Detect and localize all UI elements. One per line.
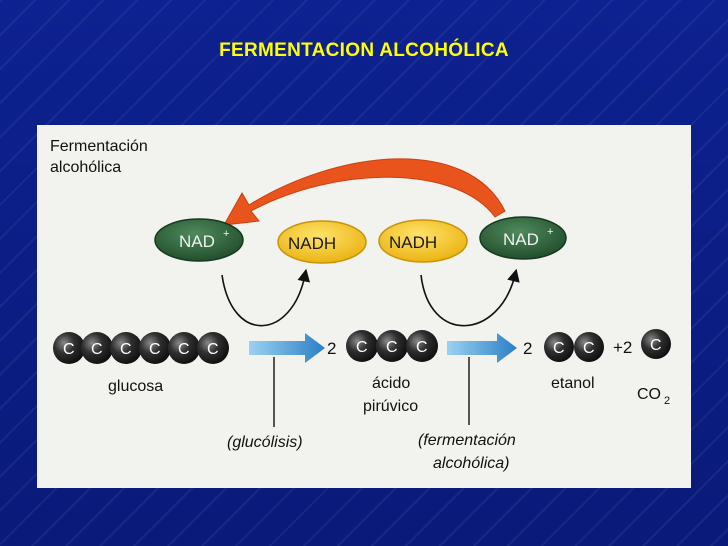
carbon-label: C: [120, 341, 132, 358]
glucose-label: glucosa: [108, 378, 163, 395]
diagram-panel: Fermentación alcohólica NAD + NADH NADH …: [37, 125, 691, 488]
carbon-label: C: [416, 339, 428, 356]
ethanol-coefficient: 2: [523, 339, 532, 358]
ethanol-chain: C C: [544, 332, 604, 362]
carbon-atom: [574, 332, 604, 362]
pyruvate-label-line2: pirúvico: [363, 398, 418, 415]
glycolysis-flow-arrow: [249, 333, 325, 363]
slide-title: FERMENTACION ALCOHÓLICA: [219, 40, 509, 61]
diagram-heading-line2: alcohólica: [50, 159, 121, 176]
carbon-label: C: [386, 339, 398, 356]
carbon-atom: [53, 332, 85, 364]
carbon-label: C: [63, 341, 75, 358]
carbon-atom: [544, 332, 574, 362]
glycolysis-label: (glucólisis): [227, 434, 303, 451]
carbon-atom: [139, 332, 171, 364]
nad-left-sup: +: [223, 228, 229, 240]
carbon-atom: [197, 332, 229, 364]
nad-regeneration-arrow: [223, 158, 506, 226]
pyruvate-label-line1: ácido: [372, 375, 410, 392]
carbon-atom: [346, 330, 378, 362]
nad-plus-right: [479, 216, 567, 260]
fermentation-label-line2: alcohólica): [433, 455, 509, 472]
carbon-atom: [641, 329, 671, 359]
carbon-label: C: [207, 341, 219, 358]
carbon-label: C: [149, 341, 161, 358]
carbon-atom: [376, 330, 408, 362]
diagram-heading-line1: Fermentación: [50, 138, 148, 155]
carbon-atom: [406, 330, 438, 362]
carbon-label: C: [650, 337, 662, 354]
nadh-right-label: NADH: [389, 233, 437, 252]
pyruvate-chain: C C C: [346, 330, 438, 362]
nadh-right: [378, 219, 468, 263]
nad-right-sup: +: [547, 226, 553, 238]
carbon-label: C: [553, 340, 565, 357]
carbon-label: C: [356, 339, 368, 356]
fermentation-oxidation-arrow: [420, 268, 520, 327]
nadh-left-label: NADH: [288, 234, 336, 253]
co2-coefficient: +2: [613, 338, 632, 357]
co2-label: CO: [637, 386, 661, 403]
glucose-chain: C C C C C C: [53, 332, 229, 364]
fermentation-flow-arrow: [447, 333, 517, 363]
carbon-atom: [168, 332, 200, 364]
co2-subscript: 2: [664, 395, 670, 407]
nadh-left: [277, 220, 367, 264]
glycolysis-reduction-arrow: [221, 268, 311, 327]
carbon-label: C: [583, 340, 595, 357]
carbon-label: C: [178, 341, 190, 358]
nad-left-label: NAD: [179, 232, 215, 251]
carbon-label: C: [91, 341, 103, 358]
nad-plus-left: [154, 218, 244, 262]
fermentation-diagram: Fermentación alcohólica NAD + NADH NADH …: [50, 138, 671, 472]
carbon-atom: [110, 332, 142, 364]
ethanol-label: etanol: [551, 375, 595, 392]
carbon-atom: [81, 332, 113, 364]
pyruvate-coefficient: 2: [327, 339, 336, 358]
fermentation-label-line1: (fermentación: [418, 432, 516, 449]
nad-right-label: NAD: [503, 230, 539, 249]
